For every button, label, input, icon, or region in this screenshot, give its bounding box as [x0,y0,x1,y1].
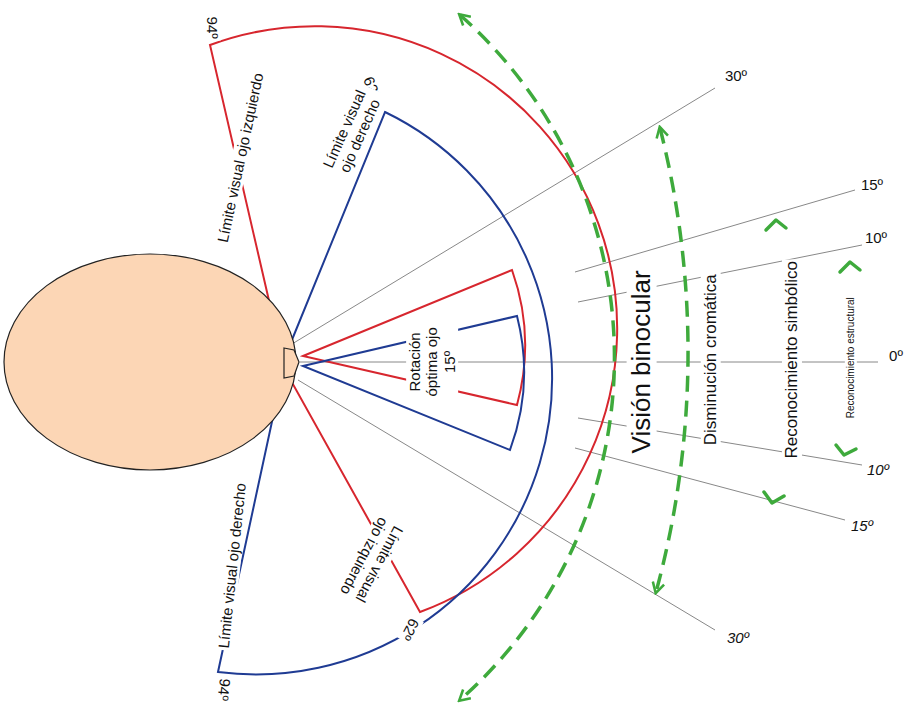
symbolic-range-bottom [764,492,784,503]
angle-line [575,190,855,272]
range-label: Reconocimiento estructural [845,295,857,420]
limit-label: Límite visual ojo izquierdo [334,510,410,611]
angle-label: 0º [887,347,905,364]
range-label: Reconocimiento simbólico [782,259,802,460]
angle-value: 94º [203,15,220,41]
limit-label: Límite visual ojo izquierdo [213,70,267,246]
left-eye-rotation [303,270,525,405]
angle-line [575,448,845,520]
head [4,254,296,470]
angle-label: 15º [849,517,875,534]
range-chevrons [764,220,860,503]
structural-range-bottom [836,445,856,455]
binocular-range [460,15,614,700]
angle-label: 30º [725,629,751,646]
range-label: Visión binocular [627,268,657,455]
angle-label: 15º [859,176,885,193]
angle-label: 10º [863,229,889,246]
range-arcs [460,15,688,700]
limit-label: Límite visual ojo derecho [215,481,250,652]
angle-value: 94º [214,676,234,704]
structural-range-top [840,262,860,272]
symbolic-range-top [766,220,786,230]
angle-lines [292,88,878,630]
nose [284,348,299,378]
limit-label: Límite visual ojo derecho [317,81,388,183]
chromatic-range [656,128,688,592]
rotation-label: Rotación óptima ojo 15º [406,319,458,405]
angle-value: 62º [396,614,424,645]
right-eye-rotation [303,316,524,450]
angle-label: 30º [723,67,749,84]
angle-label: 10º [865,461,891,478]
range-label: Disminución cromática [700,272,720,447]
